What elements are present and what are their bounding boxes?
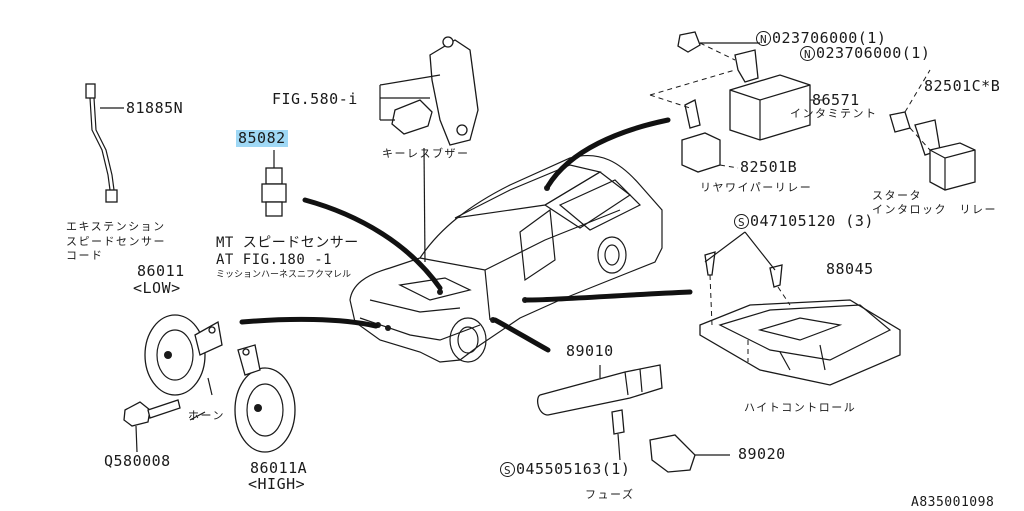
part-number-text: 047105120 (3) <box>750 212 874 230</box>
starter-interlock-label-2: インタロック リレー <box>872 203 997 216</box>
mission-harness-note: ミッションハーネスニフクマレル <box>216 270 352 280</box>
horn-label: ホーン <box>188 409 225 422</box>
extension-cord-label-2: スピードセンサー <box>66 235 166 248</box>
part-number-86011[interactable]: 86011 <box>137 262 185 280</box>
part-number-86011a[interactable]: 86011A <box>250 459 308 477</box>
car-illustration <box>349 154 663 363</box>
nut-symbol-n: N <box>756 31 771 46</box>
screw-symbol-s: S <box>500 462 515 477</box>
relay-group <box>649 31 976 191</box>
part-number-text: 023706000(1) <box>816 44 931 62</box>
part-number-88045[interactable]: 88045 <box>826 260 874 278</box>
rear-wiper-relay-label: リヤワイパーリレー <box>700 181 813 194</box>
horn-bolt <box>123 399 181 453</box>
part-number-89020[interactable]: 89020 <box>738 445 786 463</box>
horn-low-label: <LOW> <box>133 279 181 297</box>
mt-speed-sensor-label: MT スピードセンサー <box>216 235 359 251</box>
horn-high-label: <HIGH> <box>248 475 306 493</box>
fuse-part <box>537 364 730 473</box>
starter-interlock-label-1: スタータ <box>872 189 922 202</box>
part-number-82501c[interactable]: 82501C*B <box>924 77 1001 95</box>
at-fig-reference[interactable]: AT FIG.180 -1 <box>216 252 333 268</box>
height-control-label: ハイトコントロール <box>744 401 857 414</box>
fig-580-reference[interactable]: FIG.580-i <box>272 90 358 108</box>
height-control-part <box>699 231 901 386</box>
part-number-q580008[interactable]: Q580008 <box>104 452 171 470</box>
speed-sensor-part <box>261 150 287 217</box>
part-number-89010[interactable]: 89010 <box>566 342 614 360</box>
part-number-85082[interactable]: 85082 <box>236 129 288 147</box>
part-number-text: 023706000(1) <box>772 29 887 47</box>
extension-cord-part <box>85 83 124 203</box>
extension-cord-label-3: コード <box>66 249 104 262</box>
intermittent-label: インタミテント <box>790 107 878 120</box>
part-number-81885n[interactable]: 81885N <box>126 99 184 117</box>
part-number-text: 045505163(1) <box>516 460 631 478</box>
horn-low-part <box>144 314 223 396</box>
diagram-id: A835001098 <box>911 495 995 510</box>
part-number-86571[interactable]: 86571 <box>812 91 860 109</box>
keyless-buzzer-label: キーレスブザー <box>382 147 470 160</box>
pointer-lines <box>239 117 693 353</box>
horn-high-part <box>234 344 296 453</box>
keyless-buzzer-part <box>379 36 479 146</box>
screw-symbol-s: S <box>734 214 749 229</box>
part-number-82501b[interactable]: 82501B <box>740 158 798 176</box>
extension-cord-label-1: エキステンション <box>66 220 166 233</box>
nut-symbol-n: N <box>800 46 815 61</box>
fuse-label: フューズ <box>585 488 635 501</box>
